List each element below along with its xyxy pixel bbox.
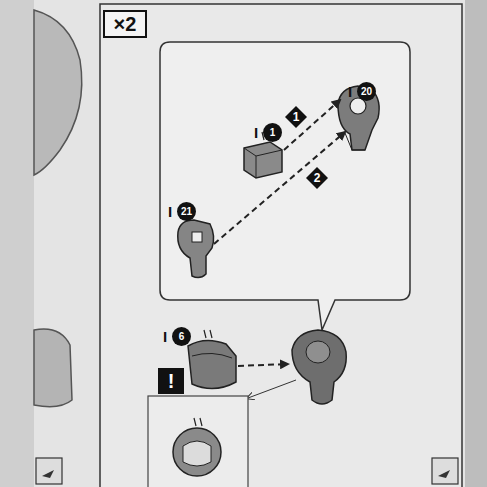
- part-runner-letter: I: [254, 125, 258, 140]
- node-text: 20: [361, 87, 372, 97]
- detail-pointer: [248, 380, 296, 398]
- step-marker: 1: [285, 106, 307, 128]
- direction-icon: [36, 458, 62, 484]
- assembled-part: [292, 330, 346, 404]
- callout-bubble: [160, 42, 410, 330]
- detail-box: [148, 396, 248, 487]
- caution-mark: !: [158, 368, 184, 394]
- direction-icon: [432, 458, 458, 484]
- neighbour-part: [34, 329, 72, 407]
- detail-part: [173, 418, 221, 476]
- part-runner-letter: I: [168, 204, 172, 219]
- part-21: [178, 220, 214, 278]
- node-text: !: [168, 371, 175, 391]
- step-marker: 2: [306, 167, 328, 189]
- node-text: 1: [293, 111, 300, 123]
- part-number-circle: 1: [263, 123, 282, 142]
- node-text: 1: [270, 128, 276, 138]
- step-frame: [100, 4, 462, 487]
- part-number-circle: 20: [357, 82, 376, 101]
- quantity-box: ×2: [103, 10, 147, 38]
- part-runner-letter: I: [348, 84, 352, 99]
- assembly-arrow: [214, 132, 345, 244]
- node-text: 2: [314, 172, 321, 184]
- part-runner-letter: I: [163, 329, 167, 344]
- neighbour-part: [34, 10, 82, 175]
- assembly-arrow: [238, 364, 288, 366]
- node-text: 6: [179, 332, 185, 342]
- node-text: ×2: [114, 14, 137, 34]
- margin: [465, 0, 487, 487]
- node-text: 21: [181, 207, 192, 217]
- part-6: [188, 330, 236, 389]
- part-number-circle: 21: [177, 202, 196, 221]
- part-number-circle: 6: [172, 327, 191, 346]
